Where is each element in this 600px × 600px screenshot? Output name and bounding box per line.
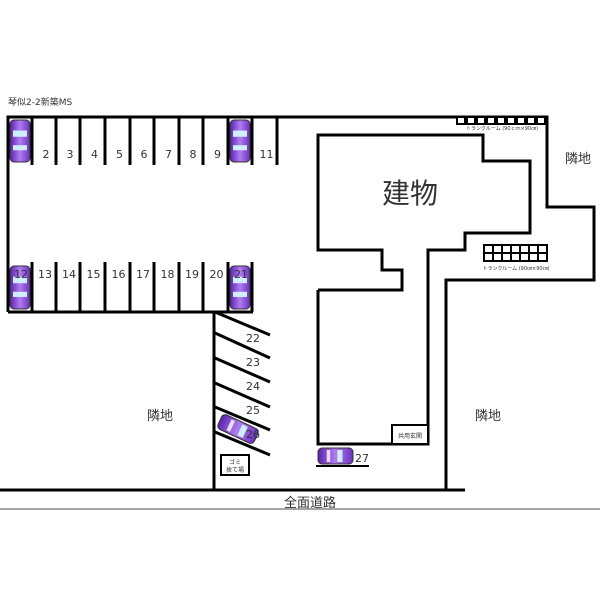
road-label: 全面道路: [284, 495, 336, 511]
stall-divider-diagonal: [214, 331, 271, 360]
storage-unit: [496, 116, 506, 125]
parked-car-icon: [9, 265, 31, 310]
storage-unit: [510, 252, 521, 262]
storage-unit: [528, 244, 539, 254]
stall-divider-diagonal: [214, 310, 271, 337]
stall-number-label: 21: [234, 268, 248, 281]
shared-entrance: [391, 424, 429, 445]
stall-number-label: 3: [67, 148, 74, 161]
storage-unit: [501, 244, 512, 254]
storage-unit: [537, 252, 548, 262]
stall-number-label: 5: [116, 148, 123, 161]
storage-unit: [501, 252, 512, 262]
neighbor-label-east: 隣地: [475, 408, 501, 424]
stall-number-label: 8: [190, 148, 197, 161]
stall-number-label: 6: [141, 148, 148, 161]
storage-room-middle: [483, 244, 548, 262]
stall-number-label: 12: [14, 268, 28, 281]
stall-number-label: 19: [185, 268, 199, 281]
storage-room-top: [456, 116, 546, 125]
storage-unit: [519, 244, 530, 254]
storage-unit: [492, 244, 503, 254]
stall-number-label: 13: [38, 268, 52, 281]
storage-unit: [536, 116, 546, 125]
building-label: 建物: [382, 177, 438, 210]
storage-unit: [476, 116, 486, 125]
stall-divider-diagonal: [214, 381, 271, 409]
stall-number-label: 18: [161, 268, 175, 281]
stall-number-label: 7: [165, 148, 172, 161]
storage-unit: [483, 244, 494, 254]
storage-unit: [510, 244, 521, 254]
storage-unit: [528, 252, 539, 262]
storage-label-top: トランクルーム (90ｃｍ×90㎝): [466, 126, 538, 132]
property-title: 琴似2-2新築MS: [8, 96, 72, 108]
parked-car-icon: [317, 447, 354, 465]
garbage-area: [220, 454, 250, 476]
stall-divider-diagonal: [214, 405, 271, 432]
storage-unit: [537, 244, 548, 254]
parked-car-icon: [229, 265, 251, 310]
stall-number-label: 4: [91, 148, 98, 161]
site-walls: [0, 115, 596, 492]
parked-car-icon: [229, 119, 251, 163]
stall-number-label: 14: [62, 268, 76, 281]
storage-unit: [516, 116, 526, 125]
storage-unit: [492, 252, 503, 262]
stall-number-label: 17: [136, 268, 150, 281]
stall-number-label: 16: [112, 268, 126, 281]
storage-unit: [506, 116, 516, 125]
stall-number-label: 27: [355, 452, 369, 465]
neighbor-label-west: 隣地: [147, 408, 173, 424]
stall-number-label: 26: [246, 428, 260, 441]
stall-number-label: 20: [210, 268, 224, 281]
storage-label-middle: トランクルーム (90㎝×90㎝): [482, 266, 549, 272]
storage-unit: [486, 116, 496, 125]
stall-number-label: 15: [87, 268, 101, 281]
storage-unit: [519, 252, 530, 262]
parked-car-icon: [217, 414, 259, 444]
parked-car-icon: [9, 119, 31, 163]
stall-number-label: 11: [260, 148, 274, 161]
neighbor-label-northeast: 隣地: [565, 151, 591, 167]
storage-unit: [526, 116, 536, 125]
garbage-label-2: 捨て場: [226, 466, 244, 474]
stall-number-label: 2: [43, 148, 50, 161]
garbage-label-1: ゴミ: [229, 458, 241, 466]
storage-unit: [466, 116, 476, 125]
stall-divider-diagonal: [214, 430, 271, 457]
storage-unit: [456, 116, 466, 125]
building-outline: [316, 133, 532, 446]
stall-number-label: 25: [246, 404, 260, 417]
entrance-label: 共用玄関: [398, 432, 422, 440]
stall-divider-diagonal: [214, 356, 271, 384]
storage-unit: [483, 252, 494, 262]
stall-number-label: 24: [246, 380, 260, 393]
stall-number-label: 22: [246, 332, 260, 345]
stall-number-label: 9: [214, 148, 221, 161]
stall-number-label: 23: [246, 356, 260, 369]
